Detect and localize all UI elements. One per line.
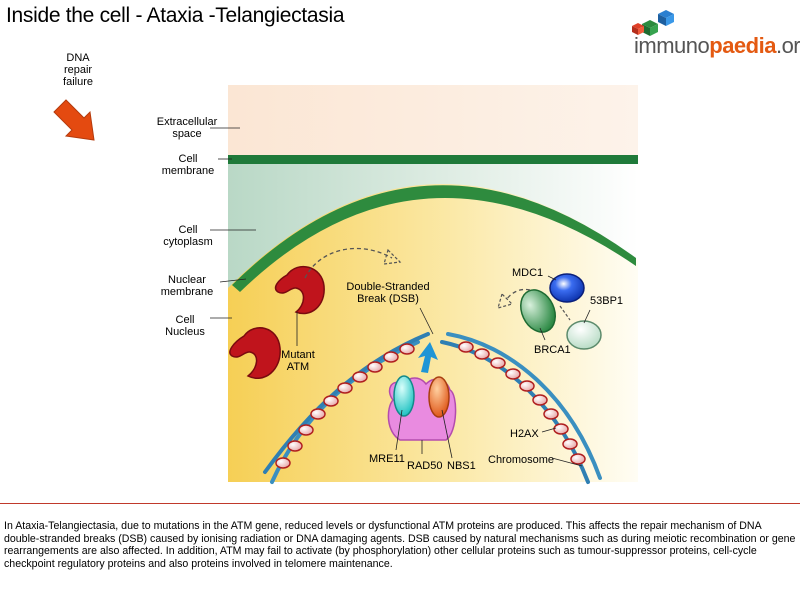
logo-part-paedia: paedia xyxy=(709,33,776,58)
label-mdc1: MDC1 xyxy=(512,267,544,279)
mdc1-protein xyxy=(549,273,585,303)
label-h2ax: H2AX xyxy=(510,428,539,440)
label-pointer-lines xyxy=(210,127,591,467)
label-nuclear-membrane-line1: Nuclear xyxy=(168,274,206,286)
histone-beads-left xyxy=(275,343,415,469)
label-mutant-atm-line2: ATM xyxy=(286,361,310,373)
mre11-protein xyxy=(393,375,415,417)
label-nbs1: NBS1 xyxy=(447,460,476,472)
label-double-stranded-break: Double-Stranded Break (DSB) xyxy=(340,281,436,305)
nbs1-protein xyxy=(428,376,450,418)
label-mre11: MRE11 xyxy=(369,453,405,465)
logo-part-immuno: immuno xyxy=(634,33,710,58)
label-cell-membrane-line2: membrane xyxy=(161,165,215,177)
brca1-protein xyxy=(520,289,556,333)
nuclear-membrane xyxy=(232,185,636,292)
label-53bp1: 53BP1 xyxy=(590,295,624,307)
label-cell-cytoplasm: Cell cytoplasm xyxy=(158,224,218,248)
label-cell-membrane-line1: Cell xyxy=(178,153,198,165)
label-extracellular-line1: Extracellular xyxy=(156,116,218,128)
mutant-atm-protein-upper xyxy=(274,265,325,315)
label-cytoplasm-line2: cytoplasm xyxy=(163,236,213,248)
logo-part-org: .org xyxy=(775,33,800,58)
label-nuclear-membrane: Nuclear membrane xyxy=(156,274,218,298)
label-rad50: RAD50 xyxy=(407,460,443,472)
label-cell-membrane: Cell membrane xyxy=(158,153,218,177)
cell-membrane xyxy=(228,155,638,164)
label-dna-repair-failure-line3: failure xyxy=(63,76,93,88)
label-mutant-atm-line1: Mutant xyxy=(281,349,315,361)
label-extracellular-line2: space xyxy=(172,128,202,140)
label-dna-repair-failure-line2: repair xyxy=(63,64,93,76)
caption-divider xyxy=(0,503,800,504)
53bp1-protein xyxy=(566,320,602,350)
atm-dashed-arrow xyxy=(304,247,393,279)
label-cell-nucleus: Cell Nucleus xyxy=(158,314,212,338)
label-chromosome: Chromosome xyxy=(488,454,555,466)
label-nucleus-line1: Cell xyxy=(175,314,195,326)
label-mutant-atm: Mutant ATM xyxy=(278,349,318,373)
logo-cubes-icon xyxy=(632,10,674,36)
label-nucleus-line2: Nucleus xyxy=(165,326,205,338)
label-nuclear-membrane-line2: membrane xyxy=(160,286,214,298)
label-dna-repair-failure: DNA repair failure xyxy=(62,52,94,88)
label-dsb-line1: Double-Stranded xyxy=(346,281,430,293)
label-cytoplasm-line1: Cell xyxy=(178,224,198,236)
immunopaedia-logo: immunopaedia.org xyxy=(628,6,800,62)
extracellular-space xyxy=(228,85,638,155)
label-dsb-line2: Break (DSB) xyxy=(357,293,419,305)
label-extracellular-space: Extracellular space xyxy=(152,116,222,140)
page-title: Inside the cell - Ataxia -Telangiectasia xyxy=(6,4,345,27)
histone-beads-right xyxy=(458,341,586,465)
caption-text: In Ataxia-Telangiectasia, due to mutatio… xyxy=(4,520,796,570)
cell-nucleus xyxy=(228,183,638,482)
label-dna-repair-failure-line1: DNA xyxy=(66,52,90,64)
dna-repair-failure-arrow xyxy=(53,99,95,141)
mutant-atm-protein-lower xyxy=(229,327,281,379)
dsb-arrow xyxy=(418,342,438,373)
logo-wordmark: immunopaedia.org xyxy=(634,33,800,59)
brca1-dashed-arrow xyxy=(505,288,531,301)
label-brca1: BRCA1 xyxy=(534,344,571,356)
